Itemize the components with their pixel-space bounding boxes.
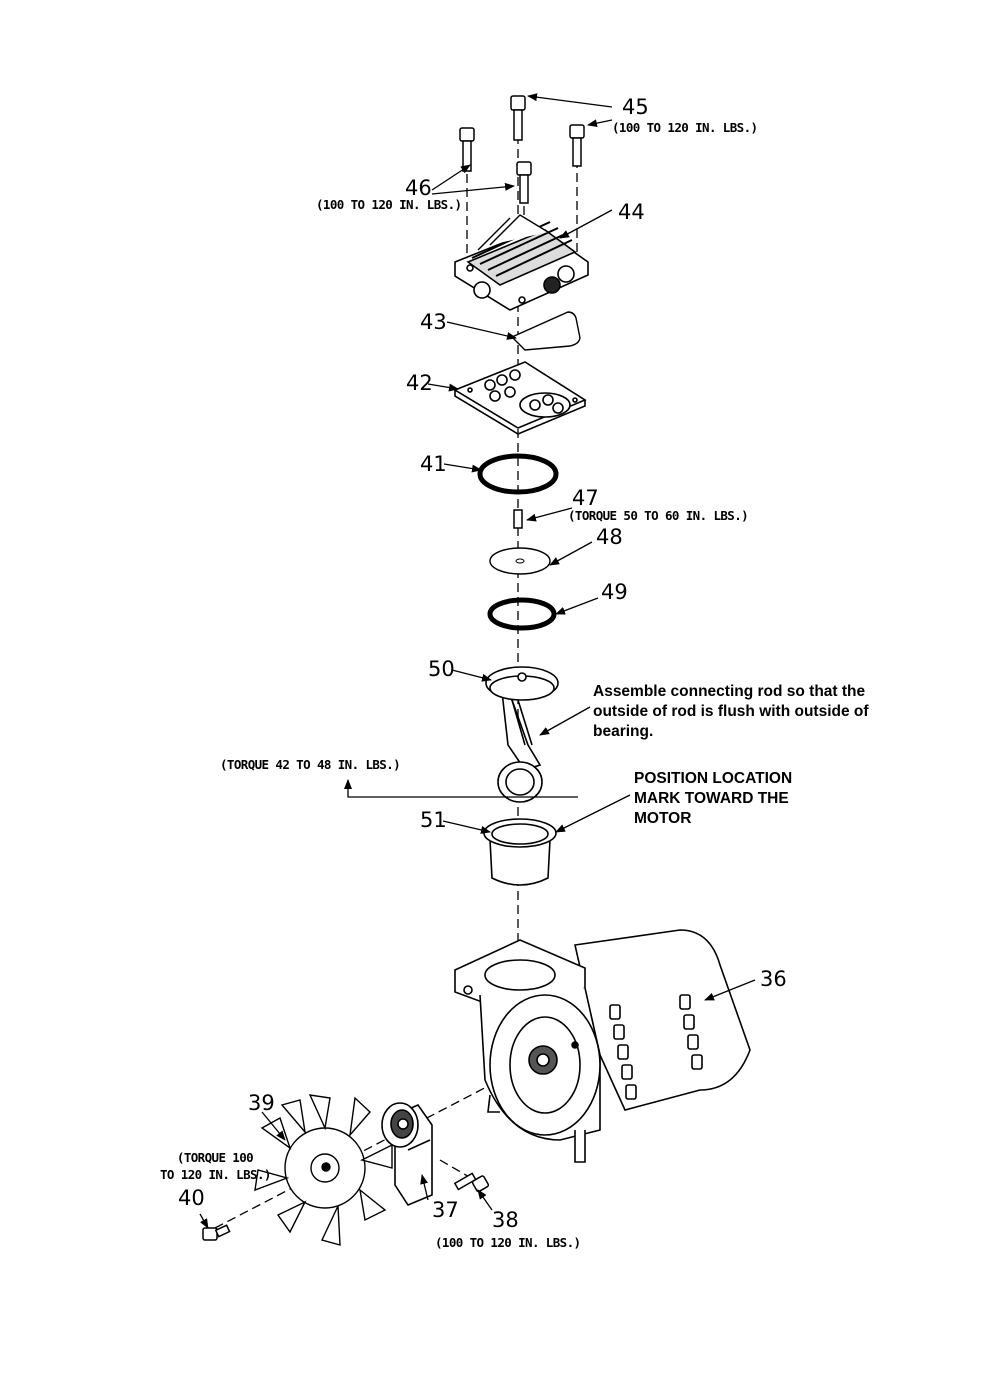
part-number-36: 36 — [760, 967, 787, 991]
part-number-48: 48 — [596, 525, 623, 549]
bolt-38 — [453, 1172, 490, 1193]
bearing-position-note: POSITION LOCATION MARK TOWARD THE MOTOR — [634, 769, 792, 829]
note-line: bearing. — [593, 723, 654, 740]
piston-ring-49 — [487, 597, 557, 631]
part-number-41: 41 — [420, 452, 447, 476]
note-line: MARK TOWARD THE — [634, 790, 789, 807]
part-number-44: 44 — [618, 200, 645, 224]
part-number-46: 46 — [405, 176, 432, 200]
bearing-51 — [483, 818, 557, 886]
connecting-rod-50 — [485, 666, 559, 803]
note-line: Assemble connecting rod so that the — [593, 683, 866, 700]
screw-40 — [202, 1224, 231, 1241]
torque-spec-40-line-1: (TORQUE 100 — [176, 1150, 254, 1165]
screw-47 — [513, 509, 523, 529]
o-ring-41 — [477, 453, 559, 495]
gasket-43 — [510, 311, 581, 351]
torque-spec-40: (TORQUE 100 TO 120 IN. LBS.) — [160, 1150, 271, 1184]
part-number-43: 43 — [420, 310, 447, 334]
part-number-39: 39 — [248, 1091, 275, 1115]
connecting-rod-note: Assemble connecting rod so that the outs… — [593, 682, 869, 742]
torque-spec-40-line-2: TO 120 IN. LBS.) — [160, 1166, 271, 1182]
note-line: outside of rod is flush with outside of — [593, 703, 869, 720]
part-number-50: 50 — [428, 657, 455, 681]
part-number-38: 38 — [492, 1208, 519, 1232]
motor-36 — [454, 929, 751, 1163]
fan-39 — [254, 1094, 393, 1246]
disc-48 — [489, 547, 551, 575]
torque-spec-45: (100 TO 120 IN. LBS.) — [612, 120, 758, 135]
valve-plate-42 — [453, 361, 587, 435]
torque-spec-46: (100 TO 120 IN. LBS.) — [316, 197, 462, 212]
torque-spec-rod: (TORQUE 42 TO 48 IN. LBS.) — [220, 757, 401, 772]
leader-lines — [199, 93, 756, 1229]
part-number-37: 37 — [432, 1198, 459, 1222]
torque-spec-38: (100 TO 120 IN. LBS.) — [435, 1235, 581, 1250]
part-number-49: 49 — [601, 580, 628, 604]
bolt-45 — [510, 95, 585, 167]
part-number-47: 47 — [572, 486, 599, 510]
part-number-42: 42 — [406, 371, 433, 395]
torque-spec-47: (TORQUE 50 TO 60 IN. LBS.) — [568, 508, 749, 523]
part-number-51: 51 — [420, 808, 447, 832]
cylinder-head-44 — [454, 214, 589, 311]
part-number-45: 45 — [622, 95, 649, 119]
note-line: POSITION LOCATION — [634, 770, 793, 787]
note-line: MOTOR — [634, 810, 692, 827]
part-number-40: 40 — [178, 1186, 205, 1210]
